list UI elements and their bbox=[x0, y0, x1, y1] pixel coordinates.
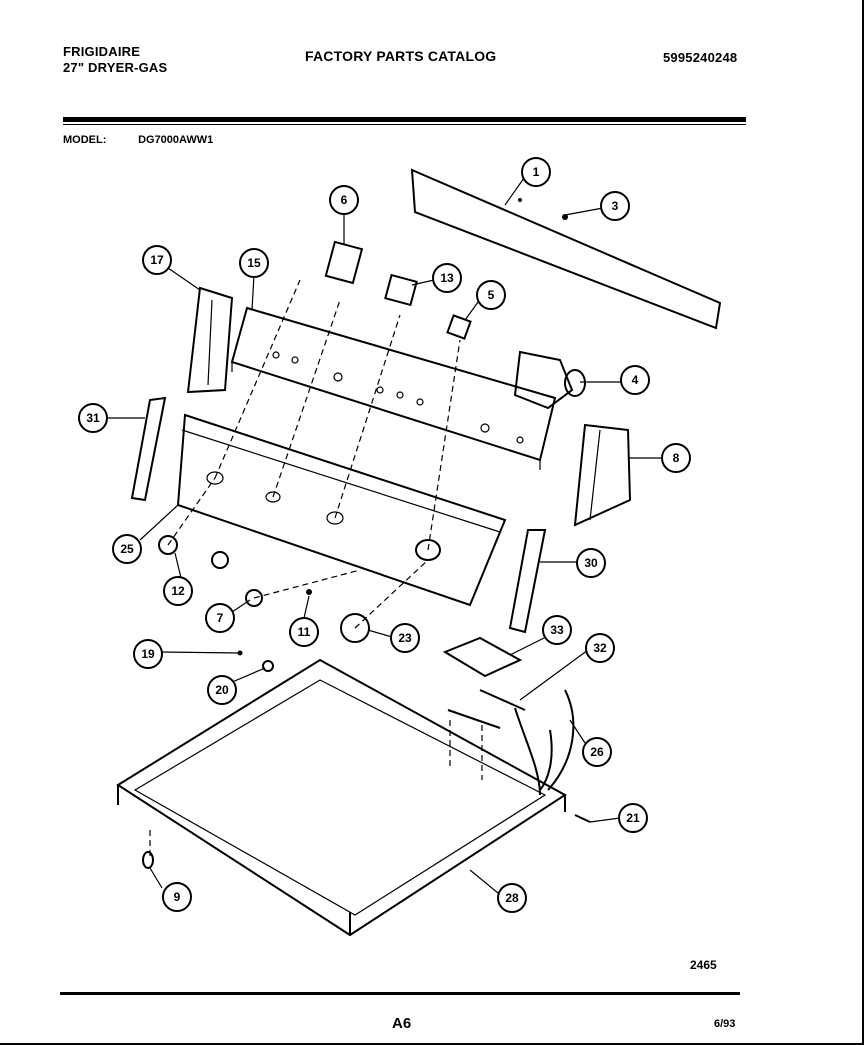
left-end-cap bbox=[186, 286, 234, 394]
callout-13: 13 bbox=[432, 263, 462, 293]
svg-text:30: 30 bbox=[584, 556, 598, 570]
svg-text:23: 23 bbox=[398, 631, 412, 645]
svg-text:4: 4 bbox=[632, 373, 639, 387]
svg-text:28: 28 bbox=[505, 891, 519, 905]
svg-text:8: 8 bbox=[673, 451, 680, 465]
svg-text:6: 6 bbox=[341, 193, 348, 207]
callout-8: 8 bbox=[661, 443, 691, 473]
callout-25: 25 bbox=[112, 534, 142, 564]
top-cover bbox=[116, 658, 567, 937]
svg-text:31: 31 bbox=[86, 411, 100, 425]
callout-33: 33 bbox=[542, 615, 572, 645]
product-name: 27" DRYER-GAS bbox=[63, 60, 168, 75]
callout-23: 23 bbox=[390, 623, 420, 653]
callout-20: 20 bbox=[207, 675, 237, 705]
timer-part bbox=[513, 350, 586, 410]
model-line: MODEL: DG7000AWW1 bbox=[63, 134, 213, 146]
callout-26: 26 bbox=[582, 737, 612, 767]
assembly-lines bbox=[149, 279, 483, 860]
rear-panel bbox=[410, 168, 722, 330]
svg-text:17: 17 bbox=[150, 253, 164, 267]
callout-3: 3 bbox=[600, 191, 630, 221]
callout-12: 12 bbox=[163, 576, 193, 606]
callout-11: 11 bbox=[289, 617, 319, 647]
harness-bracket bbox=[447, 689, 526, 729]
footer-rule bbox=[60, 992, 740, 995]
callout-32: 32 bbox=[585, 633, 615, 663]
knobs bbox=[158, 535, 370, 643]
page-number: A6 bbox=[392, 1015, 412, 1032]
control-panel-front bbox=[176, 413, 507, 607]
brand-block: FRIGIDAIRE 27" DRYER-GAS bbox=[63, 44, 167, 76]
svg-text:5: 5 bbox=[488, 288, 495, 302]
svg-text:21: 21 bbox=[626, 811, 640, 825]
svg-text:3: 3 bbox=[612, 199, 619, 213]
callout-9: 9 bbox=[162, 882, 192, 912]
svg-text:12: 12 bbox=[171, 584, 185, 598]
model-value: DG7000AWW1 bbox=[138, 134, 214, 146]
control-backplate bbox=[230, 306, 557, 470]
catalog-title: FACTORY PARTS CATALOG bbox=[305, 48, 497, 64]
svg-text:32: 32 bbox=[593, 641, 607, 655]
callout-17: 17 bbox=[142, 245, 172, 275]
control-board bbox=[442, 636, 523, 678]
svg-text:25: 25 bbox=[120, 542, 134, 556]
right-end-cap bbox=[573, 423, 632, 527]
callout-1: 1 bbox=[521, 157, 551, 187]
svg-text:9: 9 bbox=[174, 890, 181, 904]
signal-part bbox=[446, 314, 472, 340]
svg-text:7: 7 bbox=[217, 611, 224, 625]
wire-harness bbox=[514, 689, 575, 796]
callout-21: 21 bbox=[618, 803, 648, 833]
brand-name: FRIGIDAIRE bbox=[63, 44, 141, 59]
callout-30: 30 bbox=[576, 548, 606, 578]
callout-15: 15 bbox=[239, 248, 269, 278]
header-rule-thin bbox=[63, 124, 746, 125]
hardware bbox=[142, 650, 591, 869]
svg-text:33: 33 bbox=[550, 623, 564, 637]
right-trim bbox=[508, 529, 547, 634]
svg-text:15: 15 bbox=[247, 256, 261, 270]
svg-text:13: 13 bbox=[440, 271, 454, 285]
callout-19: 19 bbox=[133, 639, 163, 669]
svg-text:1: 1 bbox=[533, 165, 540, 179]
callout-5: 5 bbox=[476, 280, 506, 310]
drawing-number: 2465 bbox=[690, 958, 717, 972]
callout-31: 31 bbox=[78, 403, 108, 433]
svg-text:26: 26 bbox=[590, 745, 604, 759]
callout-28: 28 bbox=[497, 883, 527, 913]
leader-lines bbox=[106, 177, 662, 894]
selector-switch-part bbox=[384, 273, 418, 307]
model-label: MODEL: bbox=[63, 134, 107, 146]
callout-6: 6 bbox=[329, 185, 359, 215]
svg-text:20: 20 bbox=[215, 683, 229, 697]
svg-text:19: 19 bbox=[141, 647, 155, 661]
callout-7: 7 bbox=[205, 603, 235, 633]
header-rule-thick bbox=[63, 117, 746, 122]
catalog-number: 5995240248 bbox=[663, 50, 738, 65]
callout-4: 4 bbox=[620, 365, 650, 395]
left-trim bbox=[130, 396, 167, 502]
switch-part bbox=[324, 240, 364, 285]
revision-date: 6/93 bbox=[714, 1018, 736, 1030]
svg-text:11: 11 bbox=[298, 625, 311, 639]
